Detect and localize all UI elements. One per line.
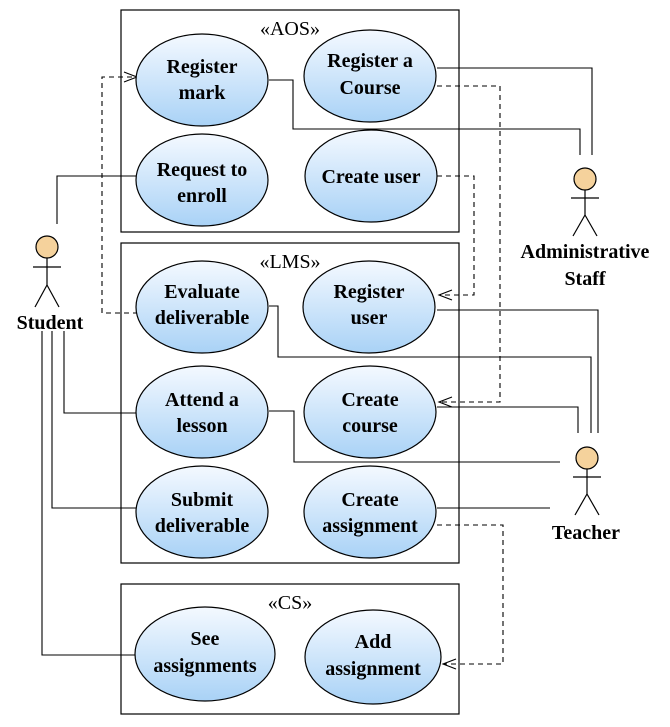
use-case-add-assignment-line2: assignment <box>325 658 421 680</box>
dep-register-course-to-create-course-arrow <box>437 396 453 408</box>
assoc-staff-register-course <box>437 67 593 155</box>
use-case-register-user[interactable]: Register user <box>302 260 436 354</box>
use-case-see-assignments-line1: See <box>191 628 220 650</box>
assoc-student-submit-deliverable <box>51 331 138 509</box>
assoc-teacher-create-course <box>437 406 579 433</box>
actor-teacher-label: Teacher <box>552 522 620 544</box>
use-case-add-assignment-line1: Add <box>355 631 392 653</box>
assoc-student-attend-lesson <box>63 331 138 414</box>
use-case-request-enroll-line2: enroll <box>177 185 227 207</box>
actor-student-label: Student <box>17 312 84 334</box>
dep-create-assignment-to-add-assignment <box>437 524 504 665</box>
dep-create-assignment-to-add-assignment-arrow <box>441 658 457 670</box>
assoc-staff-register-mark <box>269 79 581 155</box>
use-case-register-course-line1: Register a <box>327 50 413 72</box>
use-case-create-assignment-line2: assignment <box>322 515 418 537</box>
use-case-request-enroll[interactable]: Request to enroll <box>135 133 269 227</box>
use-case-register-user-line2: user <box>351 307 388 329</box>
use-case-register-course-line2: Course <box>339 77 400 99</box>
use-case-submit-deliverable-line2: deliverable <box>155 515 250 537</box>
use-case-attend-lesson[interactable]: Attend a lesson <box>135 365 269 459</box>
actor-staff-label-line2: Staff <box>564 268 605 290</box>
system-lms-label: «LMS» <box>259 251 320 273</box>
use-case-evaluate-deliverable-line2: deliverable <box>155 307 250 329</box>
use-case-create-course-line2: course <box>342 415 398 437</box>
use-case-register-course[interactable]: Register a Course <box>303 29 437 123</box>
actor-administrative-staff[interactable]: Administrative Staff <box>521 167 650 290</box>
use-case-create-course[interactable]: Create course <box>303 365 437 459</box>
student-figure-icon <box>33 235 61 308</box>
use-case-submit-deliverable[interactable]: Submit deliverable <box>135 465 269 559</box>
use-case-request-enroll-line1: Request to <box>157 159 248 181</box>
actor-staff-label-line1: Administrative <box>521 241 650 263</box>
use-case-register-mark-line1: Register <box>166 56 237 78</box>
actor-teacher[interactable]: Teacher <box>552 446 620 544</box>
use-case-create-assignment[interactable]: Create assignment <box>303 465 437 559</box>
associations <box>41 67 599 656</box>
assoc-teacher-attend-lesson <box>269 410 560 463</box>
teacher-figure-icon <box>573 446 601 516</box>
assoc-student-see-assignments <box>41 331 138 656</box>
use-case-register-user-line1: Register <box>333 281 404 303</box>
dep-create-user-to-register-user-arrow <box>437 289 453 301</box>
assoc-teacher-register-user <box>437 309 599 433</box>
use-case-evaluate-deliverable-line1: Evaluate <box>164 281 240 303</box>
use-case-evaluate-deliverable[interactable]: Evaluate deliverable <box>135 260 269 354</box>
use-case-add-assignment[interactable]: Add assignment <box>304 609 442 705</box>
use-case-submit-deliverable-line1: Submit <box>171 489 234 511</box>
staff-figure-icon <box>571 167 599 237</box>
use-case-create-user[interactable]: Create user <box>304 129 438 223</box>
actor-student[interactable]: Student <box>17 235 84 334</box>
use-case-see-assignments[interactable]: See assignments <box>134 606 276 702</box>
dep-create-user-to-register-user <box>437 175 475 296</box>
dep-evaluate-to-register-mark <box>101 76 138 314</box>
system-aos-label: «AOS» <box>260 18 320 40</box>
use-case-create-assignment-line1: Create <box>341 489 398 511</box>
assoc-student-request-enroll <box>56 175 138 224</box>
dep-register-course-to-create-course <box>437 85 501 403</box>
use-case-see-assignments-line2: assignments <box>153 655 257 677</box>
use-case-attend-lesson-line1: Attend a <box>165 389 239 411</box>
use-case-create-course-line1: Create <box>341 389 398 411</box>
use-case-attend-lesson-line2: lesson <box>176 415 227 437</box>
system-cs-label: «CS» <box>268 592 312 614</box>
assoc-teacher-evaluate-deliverable <box>269 305 592 433</box>
use-case-create-user-line1: Create user <box>321 166 420 188</box>
use-case-register-mark-line2: mark <box>179 82 227 104</box>
use-case-register-mark[interactable]: Register mark <box>135 33 269 127</box>
